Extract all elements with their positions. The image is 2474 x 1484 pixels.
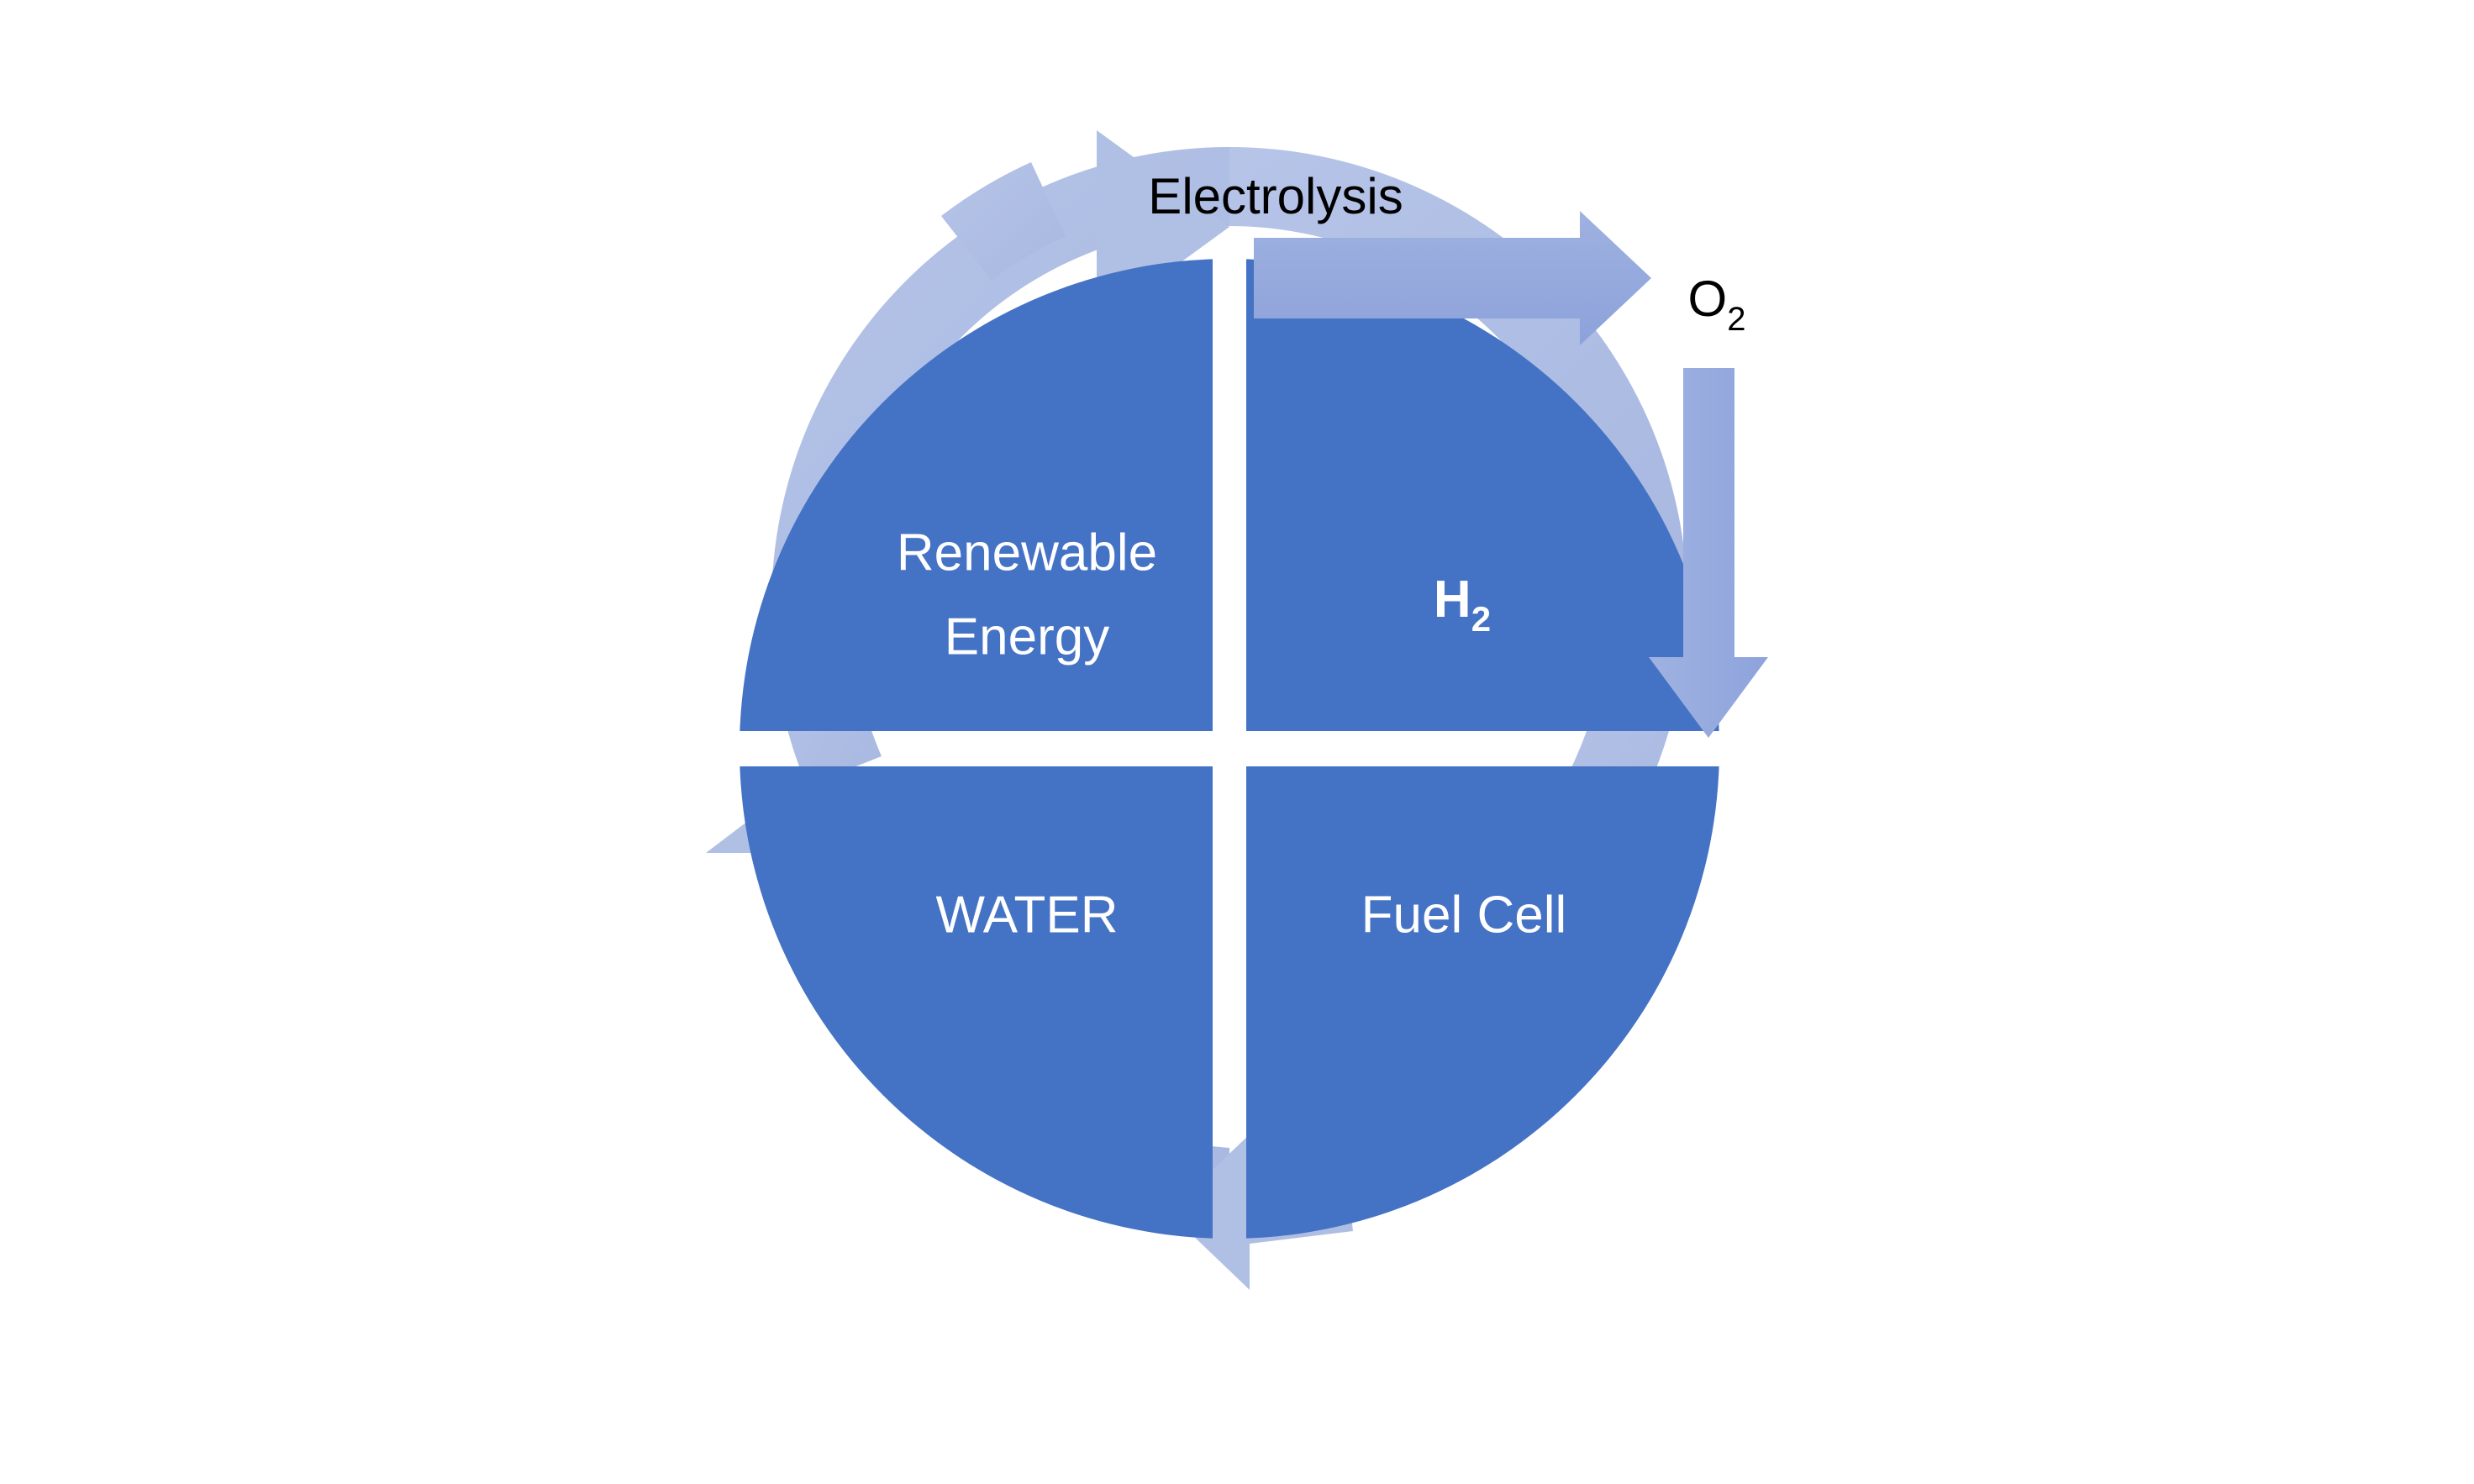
oxygen-output-arrow: [1649, 368, 1768, 738]
quadrant-label-water: WATER: [936, 886, 1119, 944]
quadrant-label-renewable-line1: Renewable: [897, 524, 1157, 581]
svg-text:H2: H2: [1434, 571, 1491, 639]
quadrant-water[interactable]: [740, 259, 1719, 1239]
hydrogen-symbol: H: [1434, 571, 1471, 629]
quadrant-renewable-energy[interactable]: [740, 259, 1719, 1239]
quadrant-label-fuel-cell: Fuel Cell: [1361, 886, 1567, 944]
electrolysis-straight-arrow: [1254, 211, 1651, 345]
quadrant-label-hydrogen: H2: [1434, 571, 1491, 639]
hydrogen-subscript: 2: [1471, 599, 1491, 639]
oxygen-subscript: 2: [1727, 301, 1745, 338]
quadrant-fuel-cell[interactable]: [740, 259, 1719, 1239]
svg-text:O2: O2: [1688, 271, 1746, 338]
inner-circle-quadrants: [740, 259, 1719, 1239]
quadrant-hydrogen[interactable]: [740, 259, 1719, 1239]
quadrant-label-renewable-line2: Energy: [945, 608, 1109, 666]
oxygen-label: O2: [1688, 271, 1746, 338]
oxygen-symbol: O: [1688, 271, 1728, 327]
electrolysis-label: Electrolysis: [1148, 168, 1403, 224]
